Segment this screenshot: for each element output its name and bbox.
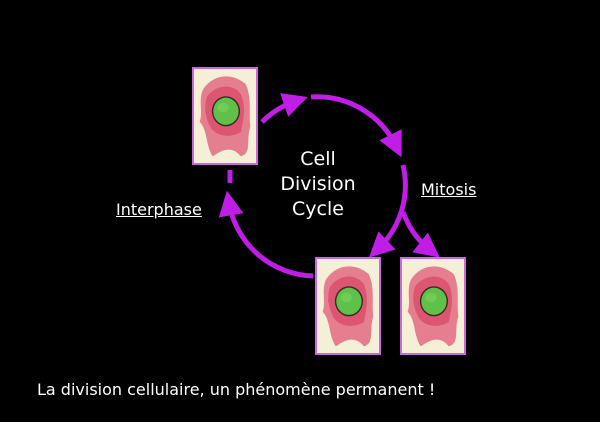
arrow-mitosis-down bbox=[368, 164, 408, 258]
arrow-top-right bbox=[310, 94, 402, 158]
cell-image-interphase bbox=[192, 67, 258, 165]
center-title: Cell Division Cycle bbox=[268, 147, 368, 222]
center-title-line: Cycle bbox=[292, 198, 344, 220]
arrow-mitosis-branch bbox=[400, 211, 440, 258]
center-title-line: Cell bbox=[300, 148, 336, 170]
arrow-interphase-top bbox=[260, 93, 308, 124]
cell-image-daughter-1 bbox=[315, 257, 381, 355]
cell-image-daughter-2 bbox=[400, 257, 466, 355]
label-mitosis: Mitosis bbox=[421, 180, 477, 199]
center-title-line: Division bbox=[280, 173, 356, 195]
caption: La division cellulaire, un phénomène per… bbox=[37, 380, 436, 399]
label-interphase: Interphase bbox=[116, 200, 202, 219]
arrow-bottom-left bbox=[218, 190, 314, 279]
